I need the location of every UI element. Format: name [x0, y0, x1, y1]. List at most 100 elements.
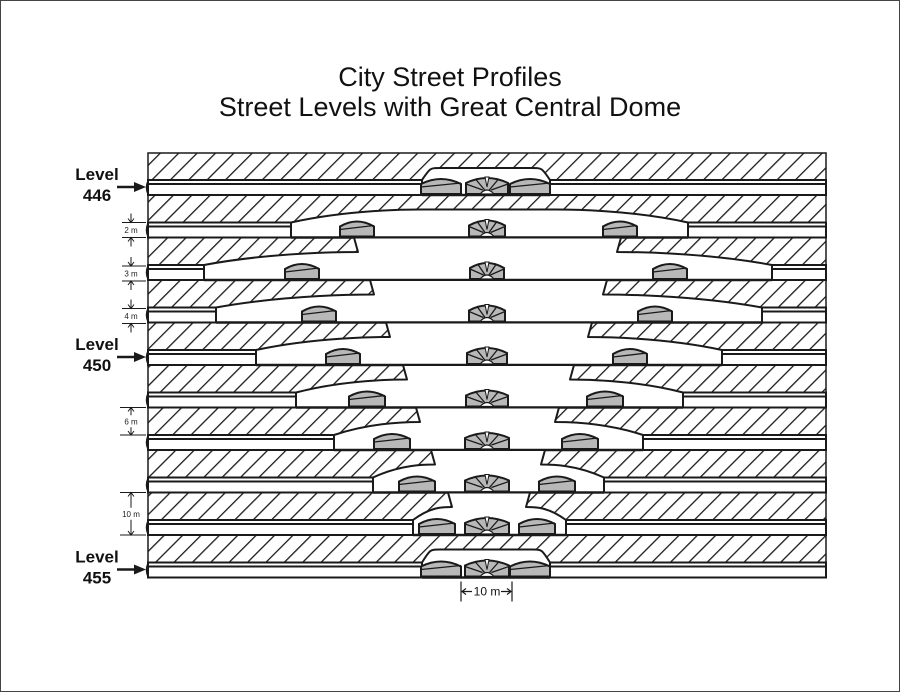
side-dome-left	[325, 348, 361, 365]
side-dome-left	[339, 220, 375, 238]
dome-rib	[465, 395, 484, 404]
dome-skylight	[484, 431, 490, 443]
dome-skylight	[484, 474, 490, 485]
street-break-mark	[145, 223, 149, 237]
dome-ridge	[509, 182, 551, 188]
dome-ridge	[373, 437, 411, 443]
dome-rib	[488, 476, 500, 488]
arrow-up-icon	[127, 406, 135, 416]
dome-ridge	[637, 309, 673, 316]
arrow-right-icon	[134, 352, 146, 362]
dome-rib	[488, 263, 497, 276]
dome-ridge	[612, 352, 648, 358]
dome-ridge	[418, 522, 456, 528]
dome-rib	[464, 438, 483, 446]
side-dome-left	[398, 475, 436, 493]
street-break-mark	[145, 520, 149, 535]
dome-ridge	[652, 267, 688, 273]
dome-ridge	[538, 479, 576, 486]
arrow-up-icon	[127, 491, 135, 508]
dome-rib	[476, 306, 486, 318]
side-dome-left	[301, 305, 337, 323]
side-dome-right	[509, 178, 551, 195]
dome-rib	[490, 310, 506, 319]
dome-rib	[491, 480, 510, 489]
street-break-mark	[145, 350, 149, 365]
dome-skylight	[484, 346, 490, 358]
dome-ridge	[561, 437, 599, 443]
dome-rib	[488, 433, 500, 446]
side-dome-left	[284, 263, 320, 280]
dome-rib	[488, 391, 500, 403]
street-break-mark	[145, 435, 149, 450]
dome-ridge	[420, 182, 462, 188]
dome-oculus	[478, 274, 496, 280]
dome-rib	[464, 523, 483, 531]
level-label-word: Level	[75, 548, 118, 567]
side-dome-right	[561, 433, 599, 450]
arrow-down-icon	[127, 213, 135, 224]
arrow-up-icon	[127, 280, 135, 290]
dome-rib	[474, 391, 486, 403]
dome-skylight	[484, 516, 490, 528]
arrow-down-icon	[127, 299, 135, 310]
dome-rib	[490, 183, 509, 191]
dome-oculus	[478, 529, 496, 535]
diagram-title: City Street Profiles	[338, 62, 562, 92]
dome-rib	[488, 561, 500, 573]
side-dome-left	[418, 518, 456, 535]
side-dome-left	[420, 178, 462, 195]
side-dome-right	[652, 263, 688, 280]
dome-ridge	[586, 394, 624, 401]
dome-rib	[488, 348, 499, 361]
dome-rib	[488, 178, 500, 191]
street-break-mark	[145, 563, 149, 577]
dome-ridge	[325, 352, 361, 358]
side-dome-left	[420, 560, 462, 578]
dimension-label: 4 m	[124, 312, 138, 321]
cavern-opening	[203, 236, 773, 281]
dome-skylight	[484, 219, 490, 230]
dome-skylight	[484, 176, 490, 188]
dome-rib	[465, 183, 484, 191]
dome-rib	[477, 263, 486, 276]
level-label-number: 455	[83, 569, 111, 588]
dome-oculus	[478, 316, 496, 323]
dome-rib	[464, 480, 483, 489]
diagram-subtitle: Street Levels with Great Central Dome	[218, 92, 682, 122]
dome-ridge	[284, 267, 320, 273]
dimension-label: 10 m	[122, 510, 140, 519]
dome-ridge	[509, 564, 551, 571]
dome-ridge	[301, 309, 337, 316]
dome-rib	[491, 523, 510, 531]
dome-ridge	[398, 479, 436, 486]
arrow-right-icon	[134, 182, 146, 192]
dome-rib	[474, 433, 486, 446]
dome-ridge	[602, 224, 638, 231]
arrow-up-icon	[127, 322, 135, 333]
side-dome-left	[348, 390, 386, 408]
dome-rib	[488, 221, 498, 233]
arrow-left-icon	[461, 588, 472, 595]
arrow-down-icon	[127, 519, 135, 536]
dome-rib	[490, 268, 505, 276]
dome-rib	[464, 565, 483, 574]
dome-rib	[474, 178, 486, 191]
dome-oculus	[478, 359, 496, 365]
side-dome-right	[518, 518, 556, 535]
dome-rib	[468, 225, 484, 234]
dome-skylight	[484, 559, 490, 570]
side-dome-right	[538, 475, 576, 493]
dimension-label: 2 m	[124, 226, 138, 235]
bottom-dimension-label: 10 m	[474, 585, 501, 599]
arrow-right-icon	[134, 564, 146, 575]
street-break-mark	[145, 393, 149, 407]
dome-skylight	[484, 304, 490, 315]
dome-ridge	[518, 522, 556, 528]
level-label-number: 446	[83, 186, 111, 205]
arrow-right-icon	[501, 588, 512, 595]
dome-ridge	[348, 394, 386, 401]
cavern-opening	[255, 321, 723, 366]
dome-ridge	[339, 224, 375, 231]
